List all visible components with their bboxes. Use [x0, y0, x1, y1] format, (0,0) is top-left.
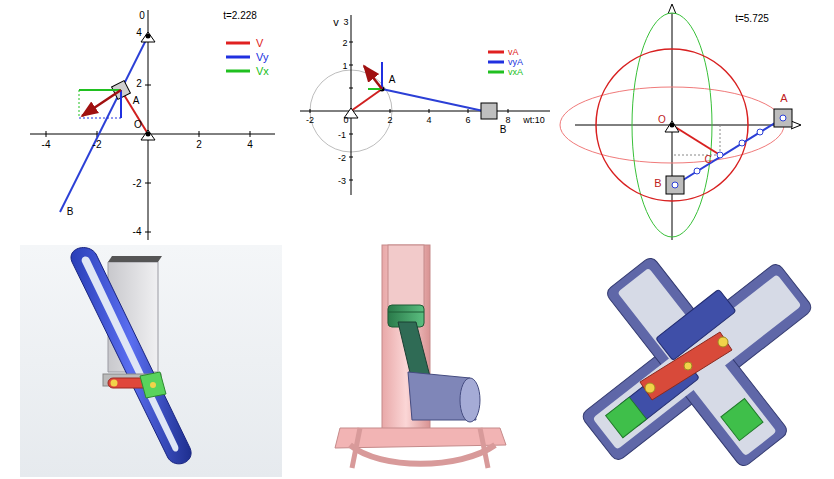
axis-label: C [704, 155, 711, 165]
axis-label: 4 [426, 116, 431, 125]
legend-text: V [256, 38, 263, 49]
axis-label: 4 [247, 140, 253, 150]
axis-label: 3 [343, 18, 348, 27]
legend-text: Vy [256, 52, 268, 63]
axis-label: B [67, 207, 74, 217]
axis-label: 8 [505, 116, 510, 125]
axis-label: t=2.228 [223, 11, 257, 21]
axis-label: 2 [136, 79, 142, 89]
axis-label: 0 [139, 11, 145, 21]
axis-label: O [658, 115, 666, 125]
cross-slider-render [530, 197, 834, 479]
axis-label: 6 [465, 116, 470, 125]
axis-label: -3 [338, 177, 346, 186]
axis-label: t=5.725 [735, 14, 769, 24]
plot-one [30, 10, 275, 240]
slotted-lever-render [20, 245, 282, 477]
legend-text: vyA [508, 58, 523, 67]
axis-label: wt:10 [523, 116, 545, 125]
axis-label: v [333, 17, 339, 28]
axis-label: O [134, 120, 142, 130]
plot-three [560, 5, 800, 240]
legend-text: Vx [256, 66, 269, 77]
axis-label: B [654, 178, 661, 189]
axis-label: A [133, 96, 140, 106]
axis-label: -2 [306, 116, 314, 125]
axis-label: -2 [93, 140, 102, 150]
axis-label: B [500, 125, 507, 135]
plot-two [300, 15, 550, 195]
axis-label: -4 [42, 140, 51, 150]
piston-render [335, 245, 506, 468]
axis-label: 1 [342, 62, 347, 71]
legend-swatch [488, 61, 504, 64]
legend-swatch [226, 56, 250, 59]
legend-swatch [488, 71, 504, 74]
axis-label: -1 [338, 131, 346, 140]
axis-label: 2 [196, 140, 202, 150]
axis-label: A [780, 93, 787, 104]
legend-swatch [226, 42, 250, 45]
legend-swatch [226, 70, 250, 73]
axis-label: -2 [338, 154, 346, 163]
axis-label: A [389, 75, 396, 85]
axis-label: 2 [387, 116, 392, 125]
legend-text: vxA [508, 68, 523, 77]
legend-text: vA [508, 48, 519, 57]
legend-swatch [488, 51, 504, 54]
axis-label: -2 [133, 179, 142, 189]
axis-label: 0 [343, 116, 348, 125]
axis-label: -4 [133, 227, 142, 237]
axis-label: 4 [136, 28, 142, 38]
axis-label: 2 [342, 39, 347, 48]
